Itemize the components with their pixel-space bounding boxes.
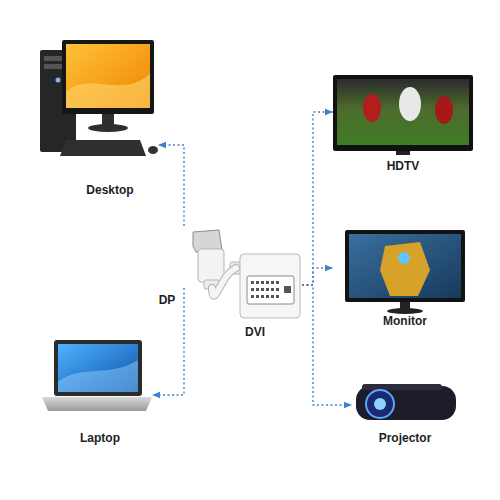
monitor-bezel xyxy=(345,230,465,302)
mouse xyxy=(148,146,158,154)
dvi-pin-holes xyxy=(251,281,291,298)
pin-hole xyxy=(276,281,279,284)
laptop-lid xyxy=(54,340,142,396)
connection-arrow xyxy=(152,288,184,395)
device-node: HDTV xyxy=(333,73,473,155)
tv-screen xyxy=(337,79,469,145)
pin-hole xyxy=(256,288,259,291)
pin-hole xyxy=(256,295,259,298)
strain-relief xyxy=(204,280,220,289)
robot-eye xyxy=(398,252,410,264)
device-node: Monitor xyxy=(333,228,468,314)
monitor-base xyxy=(387,308,423,314)
device-node: DP xyxy=(182,226,232,288)
monitor-screen xyxy=(66,44,150,108)
connection-arrow xyxy=(302,285,352,405)
device-label: DVI xyxy=(230,325,280,339)
dvi-adapter-body xyxy=(240,254,300,318)
device-node: Projector xyxy=(352,380,458,426)
pin-hole xyxy=(266,295,269,298)
device-node: Desktop xyxy=(38,38,158,160)
tv-stand xyxy=(396,151,410,155)
tv-bezel xyxy=(333,75,473,151)
pin-hole xyxy=(271,288,274,291)
pin-hole xyxy=(276,288,279,291)
pin-hole xyxy=(251,295,254,298)
pin-hole xyxy=(271,281,274,284)
lens-glow xyxy=(374,398,386,410)
monitor-bezel xyxy=(62,40,154,114)
keyboard xyxy=(60,140,146,156)
player-figure xyxy=(399,87,421,121)
monitor-screen xyxy=(349,234,461,298)
robot-figure xyxy=(380,242,430,296)
connection-arrow xyxy=(302,268,333,285)
device-node: Laptop xyxy=(38,338,152,412)
projector-top xyxy=(362,384,442,390)
power-button xyxy=(56,78,61,83)
device-node: DVI xyxy=(236,250,302,320)
laptop-base xyxy=(42,397,152,411)
screen-wave xyxy=(66,74,150,108)
device-label: HDTV xyxy=(353,159,453,173)
pin-hole xyxy=(266,281,269,284)
projector-lens xyxy=(366,390,394,418)
screen-wave xyxy=(58,360,138,392)
device-label: Desktop xyxy=(60,183,160,197)
pin-hole xyxy=(261,295,264,298)
pin-hole xyxy=(276,295,279,298)
pin-hole xyxy=(256,281,259,284)
dvi-socket xyxy=(247,276,294,304)
connection-arrow xyxy=(302,112,333,285)
dp-plug-body xyxy=(198,249,224,282)
laptop-screen xyxy=(58,344,138,392)
projector-body xyxy=(356,386,456,420)
device-label: Monitor xyxy=(355,314,455,328)
monitor-base xyxy=(88,124,128,132)
pin-hole xyxy=(266,288,269,291)
connection-arrow xyxy=(158,145,184,226)
player-figure xyxy=(435,96,453,124)
pin-hole xyxy=(284,286,291,293)
pin-hole xyxy=(271,295,274,298)
player-figure xyxy=(363,94,381,122)
device-label: Projector xyxy=(355,431,455,445)
pin-hole xyxy=(261,288,264,291)
cable-outline xyxy=(212,268,236,296)
device-label: DP xyxy=(152,293,182,307)
pin-hole xyxy=(251,288,254,291)
adapter-cable xyxy=(212,268,236,296)
device-label: Laptop xyxy=(50,431,150,445)
pin-hole xyxy=(261,281,264,284)
pin-hole xyxy=(251,281,254,284)
